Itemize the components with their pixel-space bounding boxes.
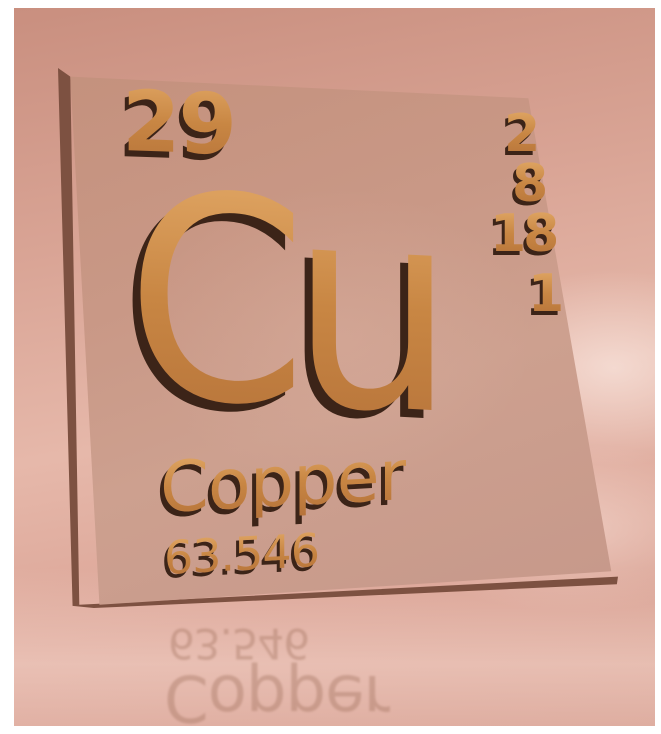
atomic-mass: 63.546 [164, 522, 319, 585]
electron-shell-1-shadow: 2 [501, 112, 537, 164]
electron-shell-2-shadow: 8 [509, 162, 545, 214]
electron-shell-1: 2 [504, 104, 541, 164]
atomic-mass-reflection: 63.546 [168, 624, 309, 668]
tile-face-shading [70, 76, 612, 605]
copper-tile-scene: 29 Cu Copper 63.546 2 8 18 1 29 Cu Coppe… [14, 8, 655, 726]
element-symbol: Cu [126, 132, 439, 478]
electron-shell-2: 8 [512, 154, 549, 214]
element-name-reflection: Copper [164, 660, 389, 726]
tile-face [70, 76, 612, 605]
electron-shell-4-shadow: 1 [525, 272, 561, 324]
periodic-tile [58, 68, 618, 608]
electron-shell-3-shadow: 18 [487, 212, 556, 264]
tile-reflection: Copper 63.546 [144, 624, 464, 726]
element-name: Copper [160, 434, 407, 529]
electron-shell-4: 1 [528, 264, 565, 324]
electron-shell-3: 18 [490, 204, 559, 264]
